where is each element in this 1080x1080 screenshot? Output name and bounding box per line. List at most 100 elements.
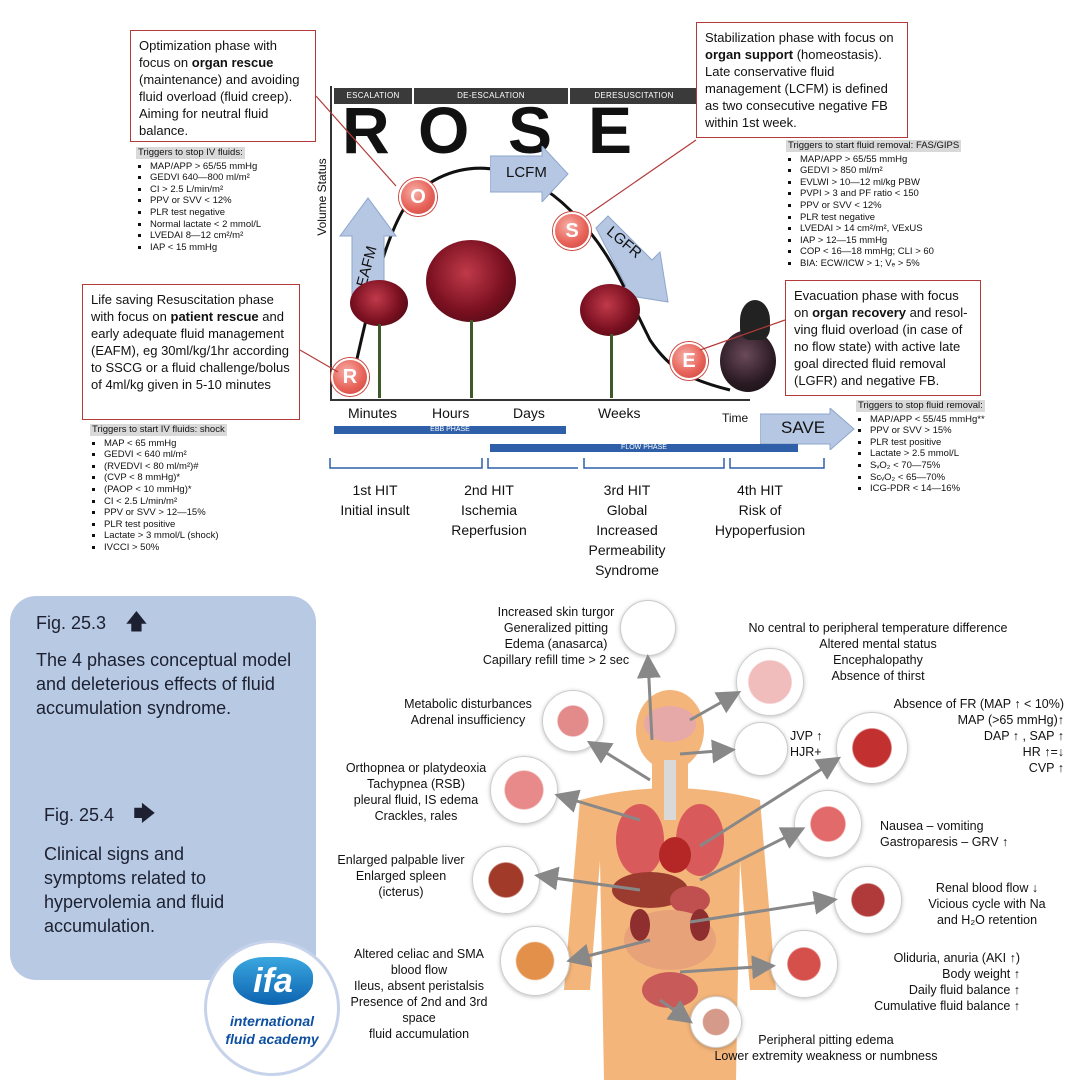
callout-resuscitation: Life saving Resuscitation phase with foc… <box>82 284 300 420</box>
list-item: PPV or SVV < 12% <box>150 195 326 207</box>
time-hours: Hours <box>432 405 470 421</box>
list-item: LVEDAI 8—12 cm²/m² <box>150 230 326 242</box>
list-item: ICG-PDR < 14—16% <box>870 483 1056 495</box>
vein-organ-image <box>734 722 788 776</box>
list-item: GEDVI 640—800 ml/m² <box>150 172 326 184</box>
logo-line2: fluid academy <box>225 1031 319 1047</box>
list-item: Normal lactate < 2 mmol/L <box>150 219 326 231</box>
list-item: BIA: ECW/ICW > 1; Vₑ > 5% <box>800 258 986 270</box>
hit-brackets <box>329 458 825 469</box>
circle-r: R <box>331 358 369 396</box>
bladder-symptoms: Oliduria, anuria (AKI ↑)Body weight ↑Dai… <box>874 951 1020 1013</box>
triggers-stop-iv-title: Triggers to stop IV fluids: <box>136 147 245 159</box>
callout-optimization: Optimization phase with focus on organ r… <box>130 30 316 142</box>
list-item: PLR test negative <box>150 207 326 219</box>
list-item: MAP/APP < 55/45 mmHg** <box>870 414 1056 426</box>
intestine-organ-image <box>500 926 570 996</box>
rose-stem-1 <box>378 324 381 398</box>
rose-letter-o: O <box>418 93 470 167</box>
list-item: PVPI > 3 and PF ratio < 150 <box>800 188 986 200</box>
ifa-logo: ifa international fluid academy <box>204 940 340 1076</box>
list-item: PLR test positive <box>104 519 290 531</box>
list-item: SᴄᵥO₂ < 65—70% <box>870 472 1056 484</box>
list-item: MAP/APP > 65/55 mmHg <box>800 154 986 166</box>
triggers-start-iv: Triggers to start IV fluids: shock MAP <… <box>90 424 290 554</box>
triggers-stop-removal: Triggers to stop fluid removal: MAP/APP … <box>856 400 1056 495</box>
time-weeks: Weeks <box>598 405 641 421</box>
list-item: EVLWI > 10—12 ml/kg PBW <box>800 177 986 189</box>
list-item: MAP/APP > 65/55 mmHg <box>150 161 326 173</box>
fig1-label: Fig. 25.3 🡅 <box>36 609 148 634</box>
lungs-organ-image <box>490 756 558 824</box>
bladder-organ-image <box>770 930 838 998</box>
leg-organ-image <box>690 996 742 1048</box>
time-minutes: Minutes <box>348 405 398 421</box>
brain-organ-image <box>736 648 804 716</box>
rose-image-1 <box>350 280 408 326</box>
list-item: COP < 16—18 mmHg; CLI > 60 <box>800 246 986 258</box>
fig1-text: The 4 phases conceptual model and delete… <box>36 650 292 718</box>
list-item: IAP < 15 mmHg <box>150 242 326 254</box>
arrow-up-icon: 🡅 <box>125 609 148 634</box>
list-item: PPV or SVV > 12—15% <box>104 507 290 519</box>
triggers-start-iv-title: Triggers to start IV fluids: shock <box>90 424 227 436</box>
callout-evacuation: Evacuation phase with focus on organ rec… <box>785 280 981 396</box>
list-item: LVEDAI > 14 cm²/m², VExUS <box>800 223 986 235</box>
phase-deescalation: DE-ESCALATION <box>414 88 568 104</box>
rose-letter-r: R <box>342 93 390 167</box>
list-item: Lactate > 2.5 mmol/L <box>870 448 1056 460</box>
list-item: PLR test negative <box>800 212 986 224</box>
triggers-start-removal: Triggers to start fluid removal: FAS/GIP… <box>786 140 986 270</box>
figure-silhouette <box>740 300 770 340</box>
triggers-stop-iv: Triggers to stop IV fluids: MAP/APP > 65… <box>136 147 326 253</box>
callout-stabilization: Stabilization phase with focus on organ … <box>696 22 908 138</box>
list-item: PLR test positive <box>870 437 1056 449</box>
rose-image-2 <box>426 240 516 322</box>
circle-o: O <box>399 178 437 216</box>
list-item: CI < 2.5 L/min/m² <box>104 496 290 508</box>
heart-symptoms: Absence of FR (MAP ↑ < 10%)MAP (>65 mmHg… <box>893 697 1064 775</box>
arrow-right-icon: 🡆 <box>133 801 156 826</box>
logo-line1: international <box>229 1013 314 1029</box>
triggers-start-removal-title: Triggers to start fluid removal: FAS/GIP… <box>786 140 962 152</box>
logo-mark: ifa <box>233 957 313 1005</box>
list-item: SᵥO₂ < 70—75% <box>870 460 1056 472</box>
list-item: PPV or SVV < 12% <box>800 200 986 212</box>
list-item: CI > 2.5 L/min/m² <box>150 184 326 196</box>
liver-organ-image <box>472 846 540 914</box>
list-item: IVCCI > 50% <box>104 542 290 554</box>
list-item: GEDVI > 850 ml/m² <box>800 165 986 177</box>
list-item: (CVP < 8 mmHg)* <box>104 472 290 484</box>
triggers-stop-removal-title: Triggers to stop fluid removal: <box>856 400 985 412</box>
lcfm-label: LCFM <box>506 164 547 181</box>
lcfm-arrow <box>490 146 569 202</box>
phase-deresuscitation: DERESUSCITATION <box>570 88 698 104</box>
list-item: IAP > 12—15 mmHg <box>800 235 986 247</box>
list-item: MAP < 65 mmHg <box>104 438 290 450</box>
rose-letter-e: E <box>588 93 633 167</box>
circle-s: S <box>553 212 591 250</box>
x-axis <box>330 399 750 401</box>
y-axis <box>330 86 332 400</box>
rose-stem-3 <box>610 334 613 398</box>
caption-box <box>10 596 316 980</box>
list-item: PPV or SVV > 15% <box>870 425 1056 437</box>
heart-organ-image <box>836 712 908 784</box>
rose-image-4 <box>720 330 776 392</box>
flow-phase-bar: FLOW PHASE <box>490 444 798 452</box>
rose-image-3 <box>580 284 640 336</box>
rose-stem-2 <box>470 320 473 398</box>
fig2-text: Clinical signs and symptoms related to h… <box>44 844 225 936</box>
circle-e: E <box>670 342 708 380</box>
